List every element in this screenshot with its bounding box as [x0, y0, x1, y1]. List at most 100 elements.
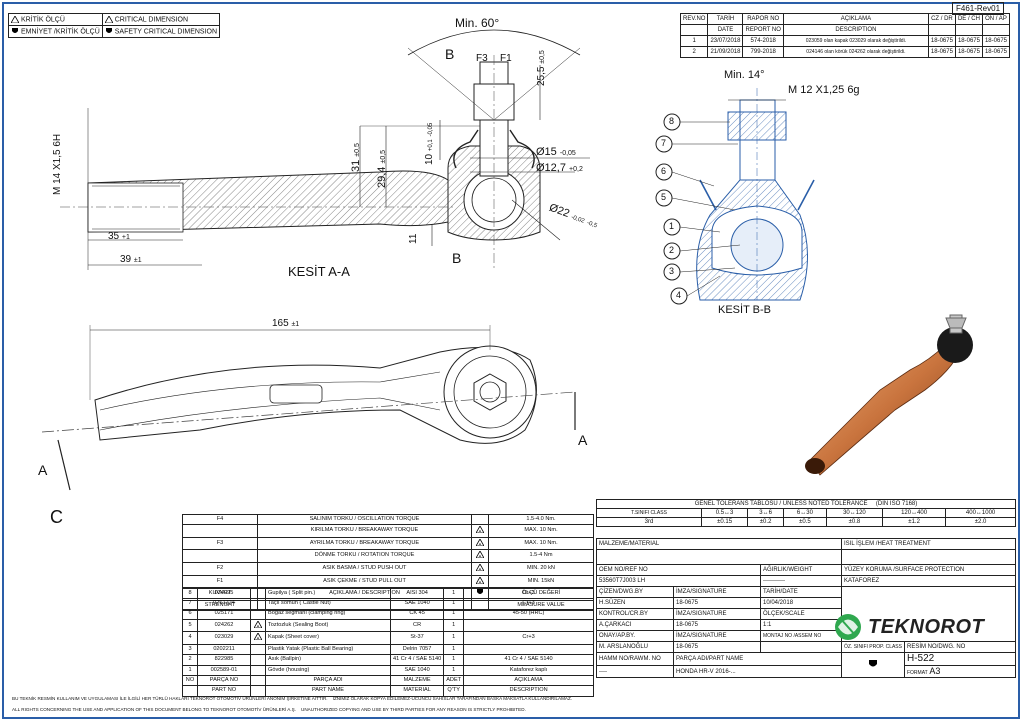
- oem-label: OEM NO/REF NO: [596, 564, 761, 576]
- bom-cell: 1: [443, 654, 465, 666]
- force-cell: MIN. 20 kN: [488, 562, 594, 576]
- footer-text: ALL RIGHTS CONCERNING THE USE AND APPLIC…: [12, 707, 296, 712]
- bom-cell: 7: [182, 598, 198, 610]
- dim-value: 35: [108, 231, 120, 242]
- svg-text:A: A: [257, 636, 260, 641]
- dim-29-4: 29,4 ±0,5: [376, 150, 388, 188]
- critical-triangle-icon: A: [475, 525, 485, 534]
- bom-cell: PARÇA ADI: [265, 674, 391, 687]
- bom-cell: 1: [443, 598, 465, 610]
- force-cell: AYRILMA TORKU / BREAKAWAY TORQUE: [257, 536, 472, 551]
- balloon-6: 6: [661, 166, 667, 176]
- critical-triangle-icon: [10, 15, 20, 24]
- view-label-c: C: [50, 507, 63, 527]
- bom-cell: MALZEME: [389, 674, 445, 687]
- balloon-8: 8: [669, 116, 675, 126]
- force-cell: A: [471, 549, 489, 564]
- dim-tolerance: +0,2: [569, 166, 583, 173]
- dim-tolerance: +1: [121, 234, 130, 241]
- bom-cell: Cr+3: [463, 598, 594, 610]
- bom-cell: SAE 1040: [389, 664, 445, 676]
- force-cell: A: [471, 574, 489, 589]
- force-cell: F4: [182, 513, 258, 526]
- force-cell: [182, 524, 258, 538]
- bom-cell: [463, 618, 594, 633]
- tolerance-standard: (DIN ISO 7168): [875, 501, 918, 507]
- footer-copyright-tr: BU TEKNİK RESMİN KULLANIM VE UYGULAMASI …: [12, 696, 572, 701]
- raw-material-value: ----: [596, 665, 674, 678]
- dim-tolerance: ±0,5: [354, 143, 361, 157]
- signature-label: İMZA/SIGNATURE: [673, 630, 761, 642]
- technical-drawing: [41, 29, 973, 491]
- brand-name: TEKNOROT: [868, 616, 985, 638]
- force-cell: KIRILMA TORKU / BREAKAWAY TORQUE: [257, 524, 472, 538]
- rev-cell: 18-0675: [981, 46, 1011, 58]
- bom-cell: Delrin 7057: [389, 644, 445, 656]
- bom-cell: 1: [182, 664, 198, 676]
- bom-cell: SAE 1040: [389, 598, 445, 610]
- dim-value: Ø12,7: [536, 162, 566, 174]
- teknorot-logo: TEKNOROT: [832, 608, 1007, 646]
- dim-thread-m14: M 14 X1,5 6H: [52, 133, 63, 195]
- force-cell: MAX. 10 Nm.: [488, 536, 594, 551]
- force-f3: F3: [476, 53, 488, 64]
- legend-safety-en: SAFETY CRITICAL DIMENSION: [114, 28, 218, 36]
- bom-cell: 025171: [197, 608, 251, 620]
- bom-cell: Cr+3: [463, 631, 594, 646]
- svg-text:A: A: [479, 529, 482, 534]
- format-value: A3: [929, 666, 941, 676]
- date-label: TARİH/DATE: [760, 586, 842, 598]
- shield-icon: [841, 652, 905, 678]
- dim-value: 39: [120, 254, 132, 265]
- bom-cell: Toztozluk (Sealing Boot): [265, 618, 391, 633]
- view-label-b-top: B: [445, 46, 455, 62]
- section-bb-title: KESİT B-B: [718, 304, 771, 316]
- bom-cell: [250, 654, 266, 666]
- bom-cell: A: [250, 631, 266, 646]
- force-cell: ASIK ÇEKME / STUD PULL OUT: [257, 574, 472, 589]
- force-cell: 1.5-4.0 Nm.: [488, 513, 594, 526]
- rev-cell: 2: [679, 46, 709, 58]
- bom-cell: MATERIAL: [389, 685, 445, 697]
- section-mark-a-right: A: [578, 432, 588, 448]
- bom-cell: 024262: [197, 618, 251, 633]
- balloon-3: 3: [669, 266, 675, 276]
- approved-by-label: ONAY/AP.BY.: [596, 630, 674, 642]
- bom-cell: Cr+3: [463, 587, 594, 600]
- legend-safety-tr: EMNİYET /KRİTİK ÖLÇÜ: [20, 28, 100, 36]
- surface-value: KATAFOREZ: [841, 575, 1016, 587]
- dim-value: 25,5: [536, 66, 547, 86]
- footer-text: İZNİMİZ OLARAK KOPYA EDİLEMEZ-UCUNCU SAH…: [332, 696, 573, 701]
- critical-triangle-icon: A: [475, 538, 485, 547]
- table-row: 3rd ±0.15 ±0.2 ±0.5 ±0.8 ±1.2 ±2.0: [596, 517, 1016, 527]
- bom-cell: Q'TY: [443, 685, 465, 697]
- svg-text:A: A: [479, 579, 482, 584]
- critical-triangle-icon: A: [475, 563, 485, 572]
- bom-cell: NO: [182, 674, 198, 687]
- part-name-label: PARÇA ADI/PART NAME: [673, 652, 842, 666]
- section-mark-a-left: A: [38, 462, 48, 478]
- tolerance-range: 30↔120: [825, 508, 884, 518]
- dim-11: 11: [408, 233, 419, 244]
- dim-35: 35 +1: [108, 231, 130, 242]
- force-cell: MIN. 15kN: [488, 574, 594, 589]
- bom-cell: 5: [182, 618, 198, 633]
- dim-dia12-7: Ø12,7 +0,2: [536, 162, 583, 174]
- balloon-1: 1: [669, 221, 675, 231]
- dim-10: 10 +0,1 -0,05: [424, 123, 435, 165]
- tolerance-value: ±0.2: [747, 517, 785, 527]
- bom-cell: Kataforez kaplı: [463, 664, 594, 676]
- shield-icon: [105, 27, 113, 35]
- svg-text:A: A: [479, 541, 482, 546]
- critical-triangle-icon: A: [475, 550, 485, 559]
- bom-cell: [250, 587, 266, 600]
- dim-min14: Min. 14°: [724, 69, 765, 81]
